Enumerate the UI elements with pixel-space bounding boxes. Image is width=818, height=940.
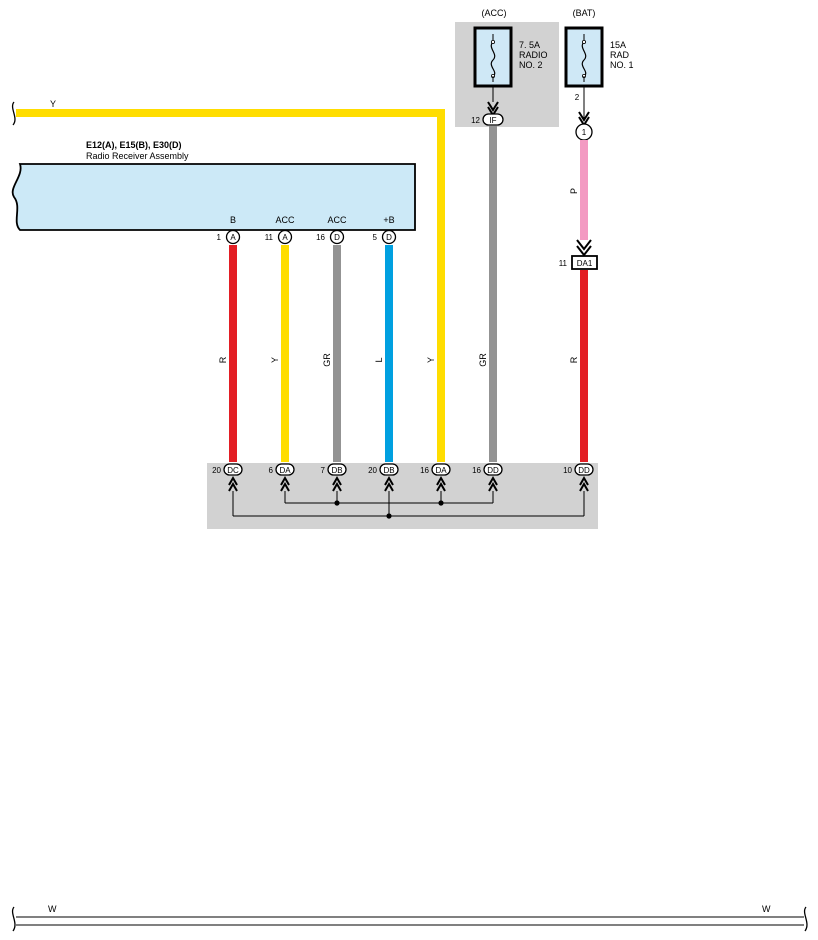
bottom-right-code: W <box>762 904 771 914</box>
bottom-chevron-icon-5 <box>436 475 446 492</box>
radio-receiver-box <box>11 163 416 231</box>
terminal-circle-2 <box>277 229 293 245</box>
acc-fuse-rating: 7. 5A <box>519 40 540 50</box>
acc-fuse-number: NO. 2 <box>519 60 543 70</box>
bottom-chevron-icon-4 <box>384 475 394 492</box>
wire-code-1: R <box>218 356 228 363</box>
acc-out-pin: 12 <box>471 116 480 125</box>
bottom-pin-4: 20 <box>368 466 377 475</box>
terminal-circle-4 <box>381 229 397 245</box>
terminal-connector-1: A <box>230 233 236 242</box>
terminal-connector-2: A <box>282 233 288 242</box>
terminal-connector-4: D <box>386 233 392 242</box>
bottom-connector-shape-1 <box>223 463 243 476</box>
bottom-chevron-icon-1 <box>228 475 238 492</box>
da1-connector-shape <box>571 255 598 270</box>
splice-dot-1 <box>334 500 340 506</box>
acc-out-connector: IF <box>489 116 496 125</box>
acc-fuse-header: (ACC) <box>482 8 507 18</box>
bottom-layer: 20 DC 6 DA 7 DB 20 DB 16 DA 16 DD 10 DD <box>212 463 594 519</box>
bat-fuse-icon <box>581 34 587 82</box>
bottom-pin-5: 16 <box>420 466 429 475</box>
bottom-pin-7: 10 <box>563 466 572 475</box>
junction-block-bg <box>207 463 598 529</box>
da1-connector: DA1 <box>577 259 593 268</box>
bottom-connector-shape-7 <box>574 463 594 476</box>
bat-out-pin: 2 <box>575 93 580 102</box>
top-yellow-wire <box>16 109 445 462</box>
terminal-circle-3 <box>329 229 345 245</box>
terminal-name-3: ACC <box>327 215 347 225</box>
terminal-pin-1: 1 <box>217 233 222 242</box>
bottom-connector-5: DA <box>435 466 447 475</box>
bottom-connector-shape-4 <box>379 463 399 476</box>
component-name: Radio Receiver Assembly <box>86 151 189 161</box>
wire-code-2: Y <box>270 357 280 363</box>
wire-code-7: R <box>569 356 579 363</box>
terminal-pin-4: 5 <box>373 233 378 242</box>
bat-fuse-rating: 15A <box>610 40 626 50</box>
terminal-name-1: B <box>230 215 236 225</box>
component-ids: E12(A), E15(B), E30(D) <box>86 140 182 150</box>
wire-code-4: L <box>374 357 384 362</box>
bottom-pin-3: 7 <box>321 466 326 475</box>
bat-fuse-name: RAD <box>610 50 630 60</box>
bottom-connector-6: DD <box>487 466 499 475</box>
terminal-name-2: ACC <box>275 215 295 225</box>
da1-chevron-icon <box>576 239 592 257</box>
bottom-left-break-symbol <box>11 906 16 932</box>
terminal-pin-2: 11 <box>265 233 274 242</box>
bottom-connector-3: DB <box>331 466 342 475</box>
bottom-right-break-symbol <box>803 906 808 932</box>
bottom-chevron-icon-7 <box>579 475 589 492</box>
terminal-circle-1 <box>225 229 241 245</box>
terminal-connector-3: D <box>334 233 340 242</box>
wires-layer: R Y GR L Y GR R <box>218 126 588 462</box>
bottom-connector-shape-3 <box>327 463 347 476</box>
wire-code-5: Y <box>426 357 436 363</box>
bottom-connector-shape-2 <box>275 463 295 476</box>
pink-wire-code: P <box>569 188 579 194</box>
splice-dot-3 <box>386 513 392 519</box>
bottom-chevron-icon-3 <box>332 475 342 492</box>
bottom-connector-4: DB <box>383 466 394 475</box>
bottom-pin-6: 16 <box>472 466 481 475</box>
bottom-connector-7: DD <box>578 466 590 475</box>
bottom-chevron-icon-2 <box>280 475 290 492</box>
bottom-connector-2: DA <box>279 466 291 475</box>
top-wire-break-symbol <box>11 101 16 126</box>
bottom-connector-shape-6 <box>483 463 503 476</box>
bottom-connector-1: DC <box>227 466 239 475</box>
splice-dot-2 <box>438 500 444 506</box>
da1-pin: 11 <box>559 259 568 268</box>
terminal-name-4: +B <box>383 215 394 225</box>
wire-code-3: GR <box>322 353 332 367</box>
bottom-pin-1: 20 <box>212 466 221 475</box>
bottom-chevron-icon-6 <box>488 475 498 492</box>
bottom-left-code: W <box>48 904 57 914</box>
bottom-pin-2: 6 <box>269 466 274 475</box>
bat-fuse-header: (BAT) <box>573 8 596 18</box>
terminal-pin-3: 16 <box>316 233 325 242</box>
bat-junction-label: 1 <box>582 128 587 137</box>
bat-fuse-number: NO. 1 <box>610 60 634 70</box>
wire-code-6: GR <box>478 353 488 367</box>
top-wire-code: Y <box>50 99 56 109</box>
acc-fuse-name: RADIO <box>519 50 548 60</box>
acc-out-connector-shape <box>482 113 504 126</box>
acc-fuse-icon <box>490 34 496 82</box>
bottom-connector-shape-5 <box>431 463 451 476</box>
